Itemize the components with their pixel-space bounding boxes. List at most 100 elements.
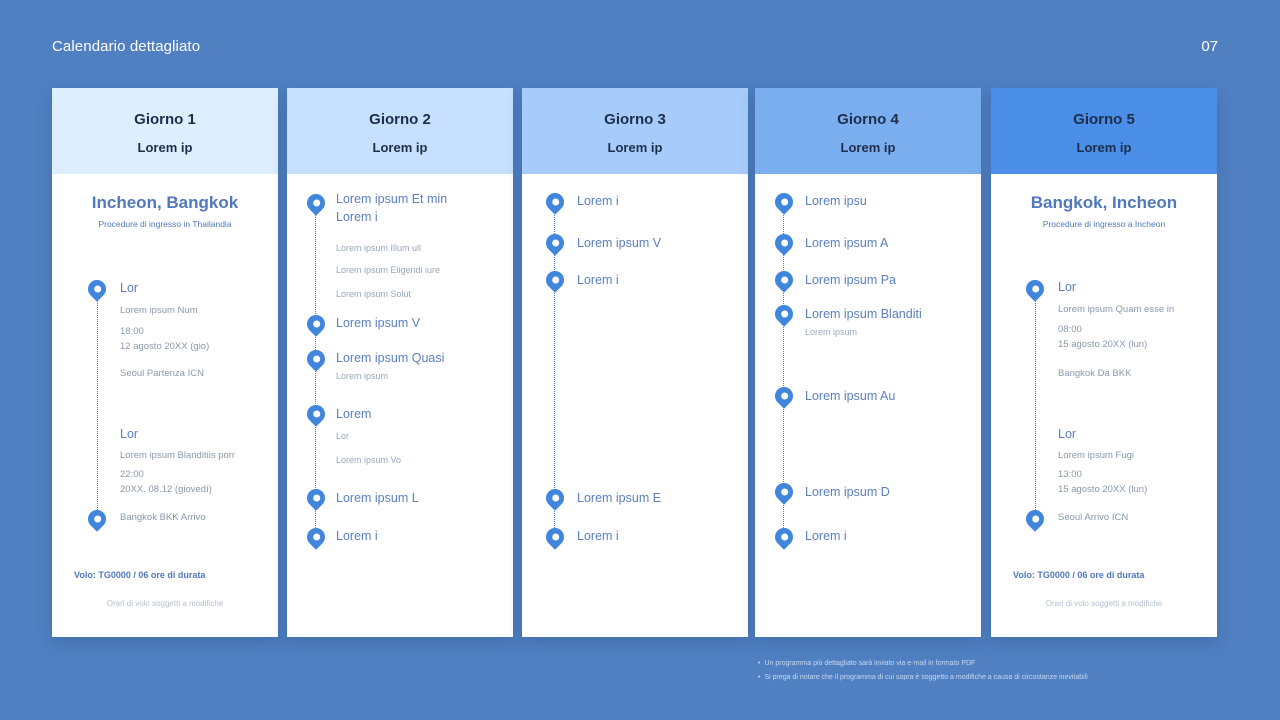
item-detail: Lorem ipsum Eligendi iure xyxy=(336,265,441,275)
item-label: Lorem ipsum V xyxy=(336,316,421,330)
stop-place: Bangkok BKK Arrivo xyxy=(120,512,206,523)
location-pin-icon xyxy=(771,301,797,327)
item-label: Lorem i xyxy=(577,194,619,208)
item-detail: Lorem ipsum Solut xyxy=(336,289,412,299)
day-card-4: Giorno 4 Lorem ip Lorem ipsu Lorem ipsum… xyxy=(755,88,981,637)
stop-label: Lor xyxy=(120,281,139,295)
page-number: 07 xyxy=(1201,38,1218,55)
flight-note: Orari di volo soggetti a modifiche xyxy=(1045,599,1163,608)
timeline-line xyxy=(554,200,555,536)
stop-time: 08:00 xyxy=(1058,324,1082,335)
location-pin-icon xyxy=(771,267,797,293)
day-card-3: Giorno 3 Lorem ip Lorem i Lorem ipsum V … xyxy=(522,88,748,637)
stop-place: Bangkok Da BKK xyxy=(1058,368,1132,379)
stop-place: Seoul Partenza ICN xyxy=(120,368,204,379)
item-detail: Lorem ipsum Illum ull xyxy=(336,243,422,253)
day-header-1: Giorno 1 Lorem ip xyxy=(52,88,278,174)
day-body-2: Lorem ipsum Et min Lorem i Lorem ipsum I… xyxy=(287,174,513,637)
location-pin-icon xyxy=(84,506,110,532)
day-subtitle: Lorem ip xyxy=(372,140,428,155)
day-subtitle: Lorem ip xyxy=(840,140,896,155)
location-pin-icon xyxy=(303,311,329,337)
footnotes: Un programma più dettagliato sarà inviat… xyxy=(758,657,1088,685)
location-pin-icon xyxy=(303,524,329,550)
stop-detail: Lorem ipsum Num xyxy=(120,305,198,316)
item-label: Lorem ipsum Blanditi xyxy=(805,307,922,321)
location-pin-icon xyxy=(303,190,329,216)
timeline-line xyxy=(783,200,784,536)
footnote: Un programma più dettagliato sarà inviat… xyxy=(758,657,1088,671)
flight-note: Orari di volo soggetti a modifiche xyxy=(106,599,224,608)
stop-detail: Lorem ipsum Fugi xyxy=(1058,450,1135,461)
location-pin-icon xyxy=(771,524,797,550)
flight-info: Volo: TG0000 / 06 ore di durata xyxy=(74,570,206,580)
item-label: Lorem i xyxy=(805,529,847,543)
item-label: Lorem ipsum Pa xyxy=(805,273,897,287)
stop-date: 15 agosto 20XX (lun) xyxy=(1058,484,1148,495)
stop-date: 15 agosto 20XX (lun) xyxy=(1058,339,1148,350)
day-card-2: Giorno 2 Lorem ip Lorem ipsum Et min Lor… xyxy=(287,88,513,637)
item-label: Lorem ipsum E xyxy=(577,491,662,505)
location-pin-icon xyxy=(771,189,797,215)
item-label: Lorem ipsum A xyxy=(805,236,889,250)
day-subtitle: Lorem ip xyxy=(1076,140,1132,155)
page-title: Calendario dettagliato xyxy=(52,38,201,55)
day-body-4: Lorem ipsu Lorem ipsum A Lorem ipsum Pa … xyxy=(755,174,981,637)
item-label: Lorem ipsum Quasi xyxy=(336,351,445,365)
stop-time: 13:00 xyxy=(1058,469,1082,480)
location-pin-icon xyxy=(542,230,568,256)
item-detail: Lor xyxy=(336,431,350,441)
item-label: Lorem ipsum V xyxy=(577,236,662,250)
stop-detail: Lorem ipsum Blanditiis porr xyxy=(120,450,236,461)
item-label: Lorem ipsu xyxy=(805,194,867,208)
item-label: Lorem i xyxy=(336,529,378,543)
stop-place: Seoul Arrivo ICN xyxy=(1058,512,1129,523)
stop-detail: Lorem ipsum Quam esse in xyxy=(1058,304,1175,315)
location-pin-icon xyxy=(303,346,329,372)
item-label: Lorem i xyxy=(577,529,619,543)
day-subtitle: Lorem ip xyxy=(137,140,193,155)
day-card-5: Giorno 5 Lorem ip Bangkok, Incheon Proce… xyxy=(991,88,1217,637)
item-detail: Lorem ipsum Vo xyxy=(336,455,402,465)
day-header-4: Giorno 4 Lorem ip xyxy=(755,88,981,174)
stop-label: Lor xyxy=(1058,280,1077,294)
item-detail: Lorem ipsum xyxy=(336,371,389,381)
day-header-3: Giorno 3 Lorem ip xyxy=(522,88,748,174)
day-body-3: Lorem i Lorem ipsum V Lorem i Lorem ipsu… xyxy=(522,174,748,637)
item-label: Lorem ipsum Et min xyxy=(336,192,448,206)
route-subtitle: Procedure di ingresso in Thailandia xyxy=(98,219,232,229)
location-pin-icon xyxy=(542,485,568,511)
route-title: Bangkok, Incheon xyxy=(1030,193,1178,212)
day-title: Giorno 1 xyxy=(134,111,196,128)
day-card-1: Giorno 1 Lorem ip Incheon, Bangkok Proce… xyxy=(52,88,278,637)
item-label: Lorem i xyxy=(336,210,378,224)
stop-time: 22:00 xyxy=(120,469,144,480)
flight-info: Volo: TG0000 / 06 ore di durata xyxy=(1013,570,1145,580)
footnote: Si prega di notare che il programma di c… xyxy=(758,671,1087,685)
location-pin-icon xyxy=(542,267,568,293)
stop-date: 12 agosto 20XX (gio) xyxy=(120,341,210,352)
stop-label: Lor xyxy=(120,427,139,441)
item-label: Lorem ipsum L xyxy=(336,491,419,505)
day-header-2: Giorno 2 Lorem ip xyxy=(287,88,513,174)
stop-time: 18:00 xyxy=(120,326,144,337)
location-pin-icon xyxy=(771,383,797,409)
location-pin-icon xyxy=(542,524,568,550)
day-header-5: Giorno 5 Lorem ip xyxy=(991,88,1217,174)
day-body-5: Bangkok, Incheon Procedure di ingresso a… xyxy=(991,174,1217,637)
day-title: Giorno 5 xyxy=(1073,111,1135,128)
day-title: Giorno 3 xyxy=(604,111,666,128)
location-pin-icon xyxy=(303,401,329,427)
day-title: Giorno 4 xyxy=(837,111,899,128)
day-title: Giorno 2 xyxy=(369,111,431,128)
route-subtitle: Procedure di ingresso a Incheon xyxy=(1042,219,1166,229)
timeline-line xyxy=(97,292,98,516)
location-pin-icon xyxy=(771,479,797,505)
route-title: Incheon, Bangkok xyxy=(91,193,239,212)
item-label: Lorem ipsum Au xyxy=(805,389,896,403)
location-pin-icon xyxy=(303,485,329,511)
item-label: Lorem ipsum D xyxy=(805,485,890,499)
item-label: Lorem i xyxy=(577,273,619,287)
timeline-line xyxy=(1035,292,1036,516)
day-subtitle: Lorem ip xyxy=(607,140,663,155)
